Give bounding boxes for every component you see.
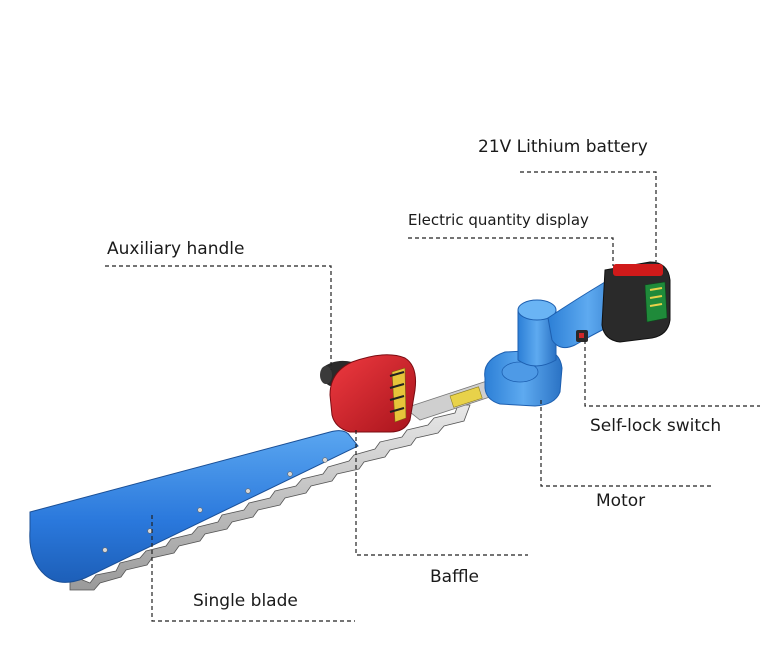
baffle — [329, 354, 416, 433]
blade-rivets — [102, 457, 328, 553]
warning-sticker — [449, 386, 483, 408]
leader-self-lock — [584, 340, 760, 407]
electric-quantity-display — [613, 264, 663, 276]
battery — [601, 261, 671, 343]
label-electric-display: Electric quantity display — [408, 211, 589, 229]
leader-motor — [540, 400, 712, 487]
label-battery: 21V Lithium battery — [478, 137, 648, 157]
leader-battery — [520, 171, 657, 262]
leader-electric-display — [408, 237, 614, 266]
leader-single-blade — [151, 515, 355, 622]
label-single-blade: Single blade — [193, 591, 298, 611]
label-self-lock-switch: Self-lock switch — [590, 416, 722, 436]
leader-baffle — [355, 430, 528, 556]
single-blade — [29, 379, 506, 591]
leader-lines — [105, 171, 760, 622]
blade-teeth — [69, 404, 471, 591]
label-baffle: Baffle — [430, 567, 479, 587]
blade-guard — [29, 430, 359, 583]
leader-aux-handle — [105, 265, 332, 370]
label-motor: Motor — [596, 491, 646, 511]
motor — [484, 299, 563, 407]
label-auxiliary-handle: Auxiliary handle — [107, 239, 245, 259]
